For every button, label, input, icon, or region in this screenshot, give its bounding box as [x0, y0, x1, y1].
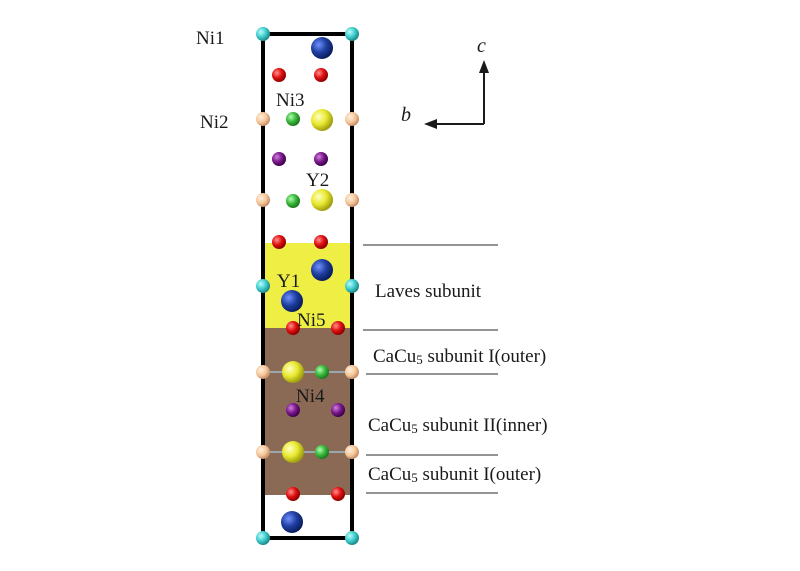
y-atom-yellow	[311, 189, 333, 211]
ni-atom-purple	[331, 403, 345, 417]
axis-b-label: b	[401, 104, 411, 126]
ni1-atom	[256, 279, 270, 293]
y-atom-yellow	[282, 441, 304, 463]
ni-atom-green	[286, 112, 300, 126]
label-ni4: Ni4	[296, 386, 325, 407]
y-atom-yellow	[311, 109, 333, 131]
subunit-label-laves: Laves subunit	[375, 281, 482, 302]
laves-region	[265, 243, 351, 328]
axis-c-label: c	[477, 35, 486, 57]
ni2-atom	[256, 193, 270, 207]
y-atom-blue	[281, 511, 303, 533]
ni-atom-green	[315, 445, 329, 459]
ni2-atom	[345, 193, 359, 207]
ni-atom-purple	[286, 403, 300, 417]
ni1-atom	[345, 531, 359, 545]
ni1-atom	[345, 27, 359, 41]
ni-atom-red	[331, 487, 345, 501]
ni-atom-red	[272, 235, 286, 249]
label-y2: Y2	[306, 170, 329, 191]
subunit-label-cacu5-outer-top: CaCu5 subunit I(outer)	[373, 346, 546, 367]
y-atom-blue	[311, 259, 333, 281]
label-y1: Y1	[277, 271, 300, 292]
subunit-label-cacu5-inner: CaCu5 subunit II(inner)	[368, 415, 548, 436]
axes-indicator	[424, 60, 489, 129]
ni1-atom	[256, 531, 270, 545]
label-ni2: Ni2	[200, 112, 229, 133]
ni2-atom	[256, 112, 270, 126]
subunit-label-cacu5-outer-bottom: CaCu5 subunit I(outer)	[368, 464, 541, 485]
ni-atom-red	[286, 487, 300, 501]
label-ni3: Ni3	[276, 90, 305, 111]
label-ni1: Ni1	[196, 28, 225, 49]
ni1-atom	[256, 27, 270, 41]
ni-atom-red	[272, 68, 286, 82]
ni-atom-green	[286, 194, 300, 208]
label-ni5: Ni5	[297, 310, 326, 331]
ni1-atom	[345, 279, 359, 293]
atoms-group	[256, 27, 359, 545]
ni2-atom	[256, 365, 270, 379]
ni-atom-purple	[314, 152, 328, 166]
ni-atom-red	[331, 321, 345, 335]
y-atom-blue	[311, 37, 333, 59]
ni-atom-red	[314, 68, 328, 82]
subunit-separators	[363, 244, 498, 494]
ni-atom-green	[315, 365, 329, 379]
ni-atom-purple	[272, 152, 286, 166]
ni-atom-red	[286, 321, 300, 335]
ni2-atom	[345, 112, 359, 126]
ni2-atom	[345, 365, 359, 379]
y-atom-yellow	[282, 361, 304, 383]
ni-atom-red	[314, 235, 328, 249]
y-atom-blue	[281, 290, 303, 312]
ni2-atom	[256, 445, 270, 459]
ni2-atom	[345, 445, 359, 459]
